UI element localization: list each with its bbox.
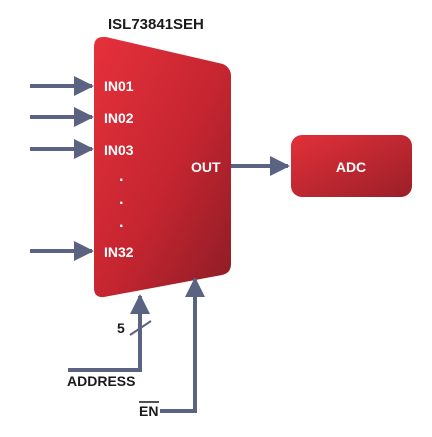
input-label-in03: IN03 [104, 142, 134, 158]
bus-slash [129, 320, 152, 336]
adc-block [291, 135, 412, 197]
address-bus-arrow [68, 294, 150, 372]
input-label-in01: IN01 [104, 78, 134, 94]
bus-width-label: 5 [117, 320, 125, 336]
input-label-in02: IN02 [104, 110, 134, 126]
input-label-in32: IN32 [104, 244, 134, 260]
enable-arrow [160, 277, 205, 413]
part-number-label: ISL73841SEH [108, 16, 204, 33]
address-label: ADDRESS [67, 373, 135, 389]
ellipsis-dot: . [119, 214, 123, 231]
enable-label: EN [139, 403, 158, 419]
output-label: OUT [191, 159, 221, 175]
multiplexer-block [94, 37, 231, 298]
ellipsis-dot: . [119, 191, 123, 208]
input-arrows [30, 76, 94, 261]
adc-label: ADC [336, 159, 366, 175]
ellipsis-dot: . [119, 168, 123, 185]
